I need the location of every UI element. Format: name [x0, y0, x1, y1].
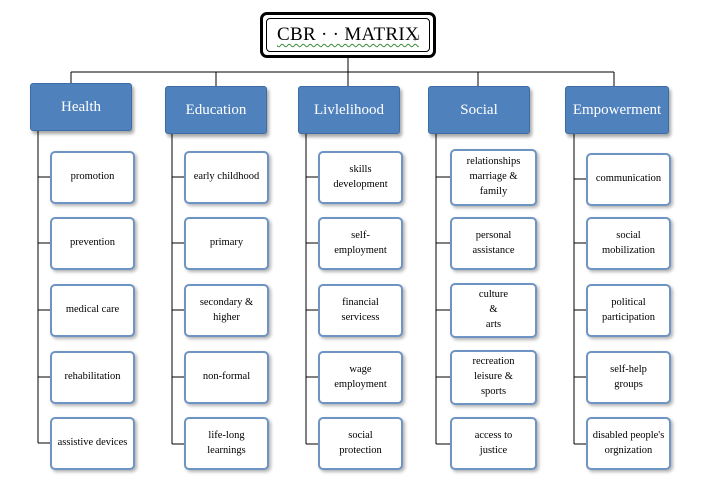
item-health-4: rehabilitation: [50, 351, 135, 404]
item-health-3: medical care: [50, 284, 135, 337]
item-livelihood-4: wage employment: [318, 351, 403, 404]
column-header-health: Health: [30, 83, 132, 131]
item-education-5: life-long learnings: [184, 417, 269, 470]
item-education-2: primary: [184, 217, 269, 270]
item-health-5: assistive devices: [50, 417, 135, 470]
column-header-education: Education: [165, 86, 267, 134]
item-social-3: culture & arts: [450, 283, 537, 338]
item-education-1: early childhood: [184, 151, 269, 204]
item-empowerment-2: social mobilization: [586, 217, 671, 270]
item-livelihood-5: social protection: [318, 417, 403, 470]
column-header-empowerment: Empowerment: [565, 86, 669, 134]
item-empowerment-4: self-help groups: [586, 351, 671, 404]
item-livelihood-2: self- employment: [318, 217, 403, 270]
item-social-2: personal assistance: [450, 217, 537, 270]
item-empowerment-1: communication: [586, 153, 671, 206]
item-empowerment-3: political participation: [586, 284, 671, 337]
item-empowerment-5: disabled people's orgnization: [586, 417, 671, 470]
item-education-3: secondary & higher: [184, 284, 269, 337]
item-social-4: recreation leisure & sports: [450, 350, 537, 405]
column-header-social: Social: [428, 86, 530, 134]
paragraph-mark: ↵: [411, 33, 421, 45]
item-social-5: access to justice: [450, 417, 537, 470]
item-livelihood-3: financial servicess: [318, 284, 403, 337]
item-health-1: promotion: [50, 151, 135, 204]
item-livelihood-1: skills development: [318, 151, 403, 204]
column-header-livelihood: Livlelihood: [298, 86, 400, 134]
diagram-title: CBR · · MATRIX: [277, 24, 419, 45]
item-education-4: non-formal: [184, 351, 269, 404]
title-inner-border: [266, 18, 430, 52]
item-social-1: relationships marriage & family: [450, 149, 537, 206]
diagram-title-box: CBR · · MATRIX ↵: [260, 12, 436, 58]
item-health-2: prevention: [50, 217, 135, 270]
